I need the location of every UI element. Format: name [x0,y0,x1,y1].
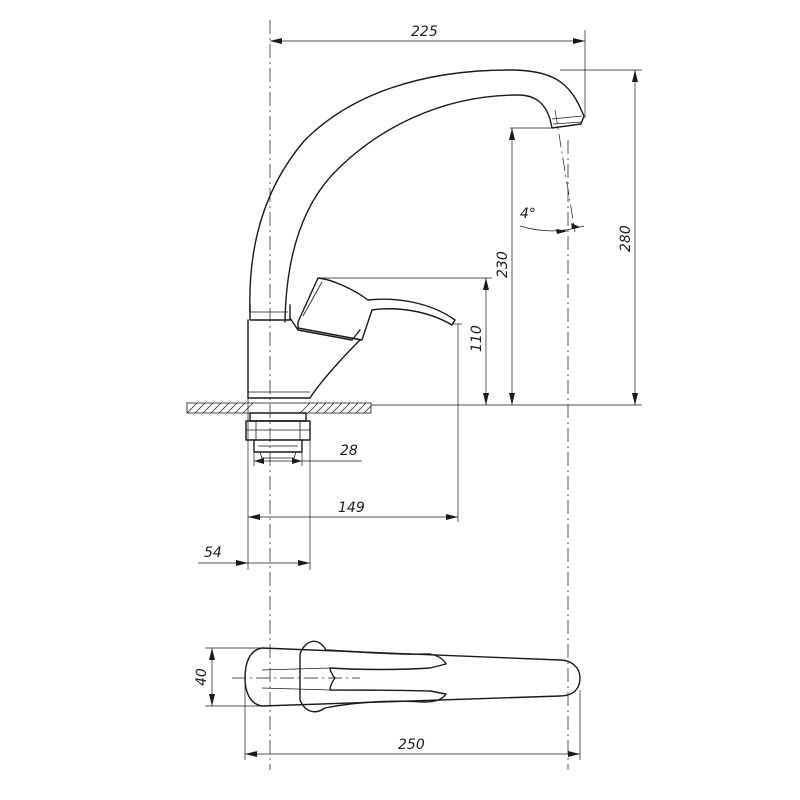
lever-handle [297,277,456,341]
dim-110: 110 [469,325,485,352]
dimension-labels: 225 4° 280 230 110 28 149 54 40 250 [194,24,634,753]
shank-nut [249,412,307,422]
body-outline [247,319,361,399]
dim-54: 54 [204,545,222,561]
dim-angle: 4° [520,206,536,222]
faucet-side-view [186,69,585,459]
plate-hatch [187,403,371,413]
dimension-lines [198,30,642,760]
dim-250: 250 [398,737,425,753]
dim-149: 149 [338,500,365,516]
dim-40: 40 [194,668,210,686]
plan-lever [299,640,447,713]
center-lines [232,20,576,770]
dim-230: 230 [495,251,511,278]
faucet-plan-view [244,640,581,713]
dim-280: 280 [618,225,634,252]
dim-28: 28 [340,443,358,459]
spout-outline [249,69,585,323]
plan-spout [244,647,581,707]
dim-225: 225 [411,24,438,40]
